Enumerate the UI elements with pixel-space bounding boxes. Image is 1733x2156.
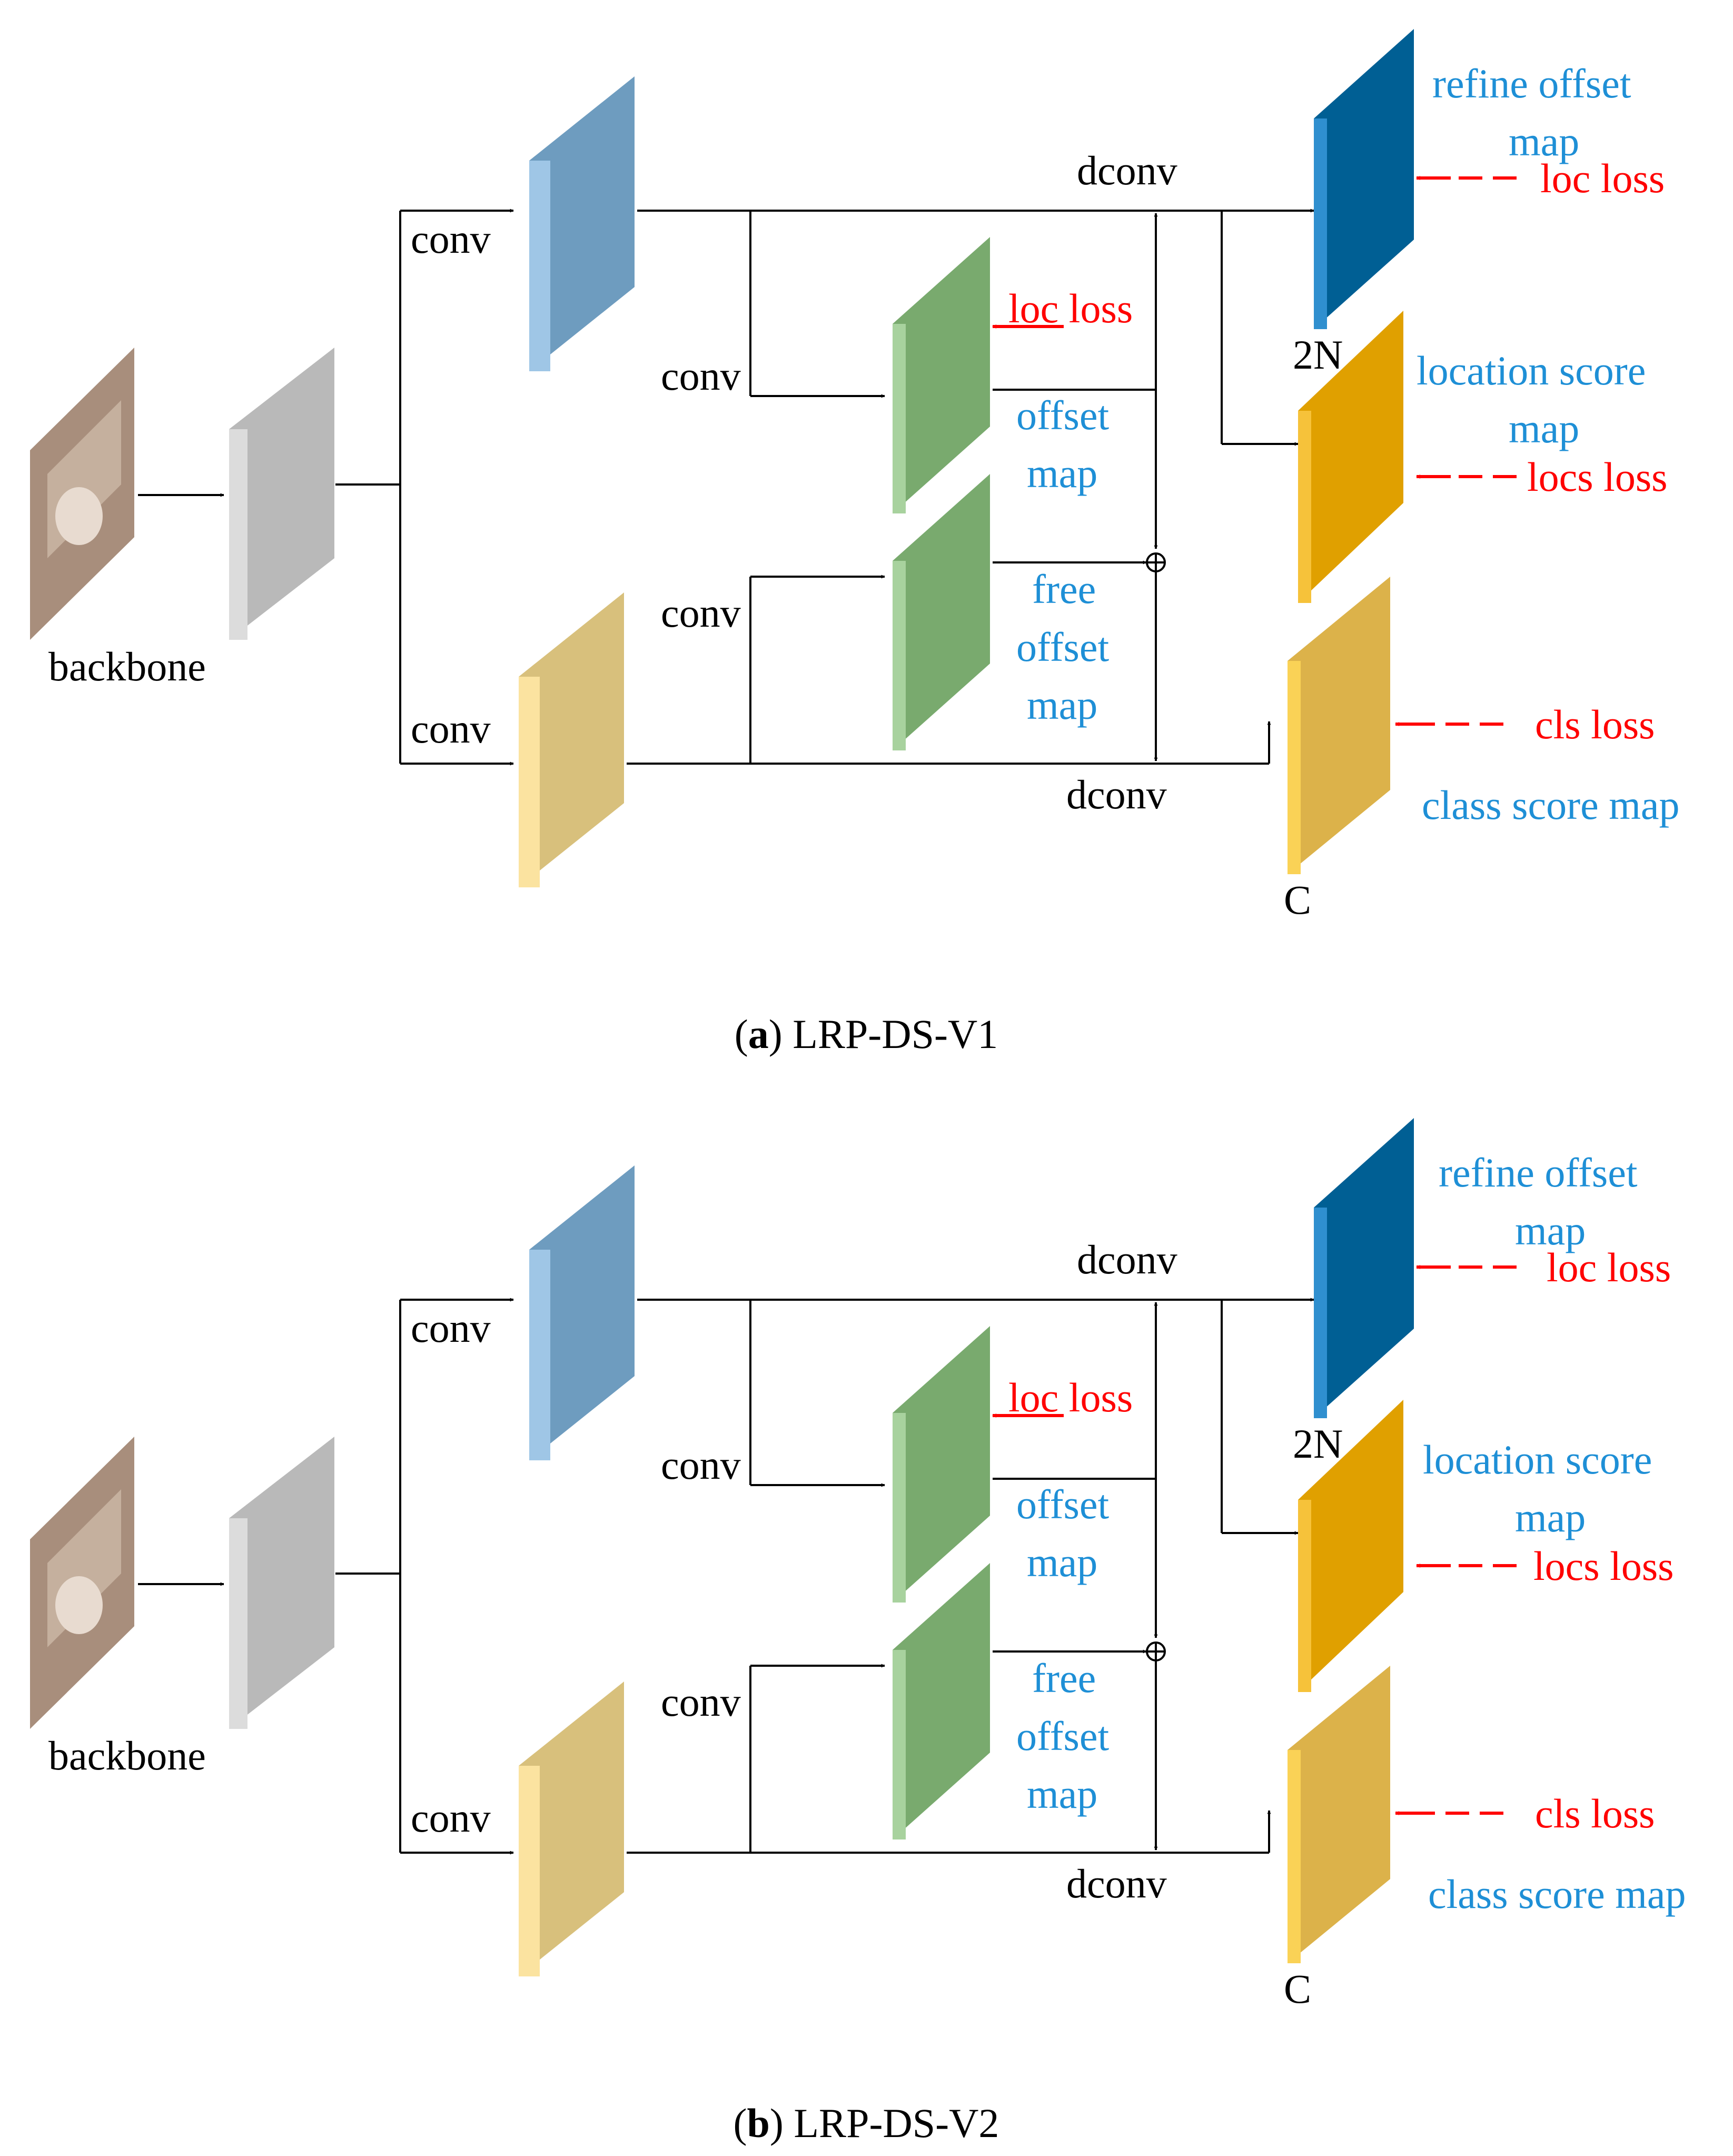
backbone-label: backbone: [48, 1733, 206, 1778]
free-offset-map-block: [893, 474, 990, 750]
panel-b: backbone conv conv dconv dconv conv conv: [30, 1118, 1686, 2146]
caption-a-letter: a: [748, 1011, 769, 1057]
refine-offset-label-1: refine offset: [1439, 1150, 1638, 1195]
conv-mid-top-label: conv: [661, 353, 741, 399]
cat-face-icon: [55, 1576, 103, 1634]
free-offset-label-3: map: [1027, 1771, 1097, 1817]
refine-offset-label-1: refine offset: [1432, 61, 1631, 106]
dconv-bottom-label: dconv: [1066, 1861, 1167, 1906]
conv-yellow-block: [519, 592, 624, 887]
cls-loss-label: cls loss: [1535, 1791, 1655, 1836]
dim-c-label: C: [1284, 877, 1311, 923]
offset-map-block: [893, 1326, 990, 1603]
sum-node-icon: [1146, 552, 1166, 572]
offset-map-label-2: map: [1027, 450, 1097, 496]
dim-2n-label: 2N: [1293, 332, 1343, 378]
conv-mid-bottom-label: conv: [661, 1679, 741, 1725]
refine-offset-label-2: map: [1515, 1208, 1586, 1253]
class-score-block: [1288, 1666, 1390, 1963]
caption-a: (a) LRP-DS-V1: [735, 1011, 998, 1057]
conv-bottom-label: conv: [411, 1795, 491, 1841]
caption-b-letter: b: [747, 2100, 770, 2146]
free-offset-label-1: free: [1032, 1655, 1096, 1701]
location-loss-label: locs loss: [1533, 1543, 1674, 1589]
offset-map-block: [893, 237, 990, 513]
input-image: [30, 348, 134, 640]
sum-node-icon: [1146, 1641, 1166, 1661]
conv-top-label: conv: [411, 216, 491, 262]
refine-loss-label: loc loss: [1547, 1244, 1671, 1290]
location-score-label-2: map: [1509, 406, 1579, 451]
location-score-label-2: map: [1515, 1495, 1586, 1540]
offset-map-label-2: map: [1027, 1539, 1097, 1585]
refine-loss-label: loc loss: [1540, 155, 1665, 201]
backbone-label: backbone: [48, 644, 206, 689]
dim-2n-label: 2N: [1293, 1421, 1343, 1467]
conv-blue-block: [529, 1165, 635, 1460]
backbone-block: [229, 1437, 334, 1729]
dconv-bottom-label: dconv: [1066, 772, 1167, 817]
location-loss-label: locs loss: [1527, 454, 1668, 500]
refine-offset-block: [1314, 29, 1414, 329]
loc-loss-mid-label: loc loss: [1008, 1374, 1133, 1420]
free-offset-map-block: [893, 1563, 990, 1839]
free-offset-label-1: free: [1032, 566, 1096, 612]
free-offset-label-2: offset: [1016, 624, 1110, 670]
location-score-block: [1298, 311, 1403, 603]
dim-c-label: C: [1284, 1966, 1311, 2012]
loc-loss-mid-label: loc loss: [1008, 285, 1133, 331]
location-score-block: [1298, 1400, 1403, 1692]
conv-blue-block: [529, 76, 635, 371]
offset-map-label-1: offset: [1016, 392, 1110, 438]
dconv-top-label: dconv: [1077, 147, 1177, 193]
dconv-top-label: dconv: [1077, 1237, 1177, 1282]
class-score-block: [1288, 577, 1390, 874]
class-score-map-label: class score map: [1428, 1871, 1686, 1917]
refine-offset-block: [1314, 1118, 1414, 1418]
panel-a: backbone conv conv dconv dconv conv: [30, 29, 1679, 1057]
free-offset-label-3: map: [1027, 682, 1097, 728]
free-offset-label-2: offset: [1016, 1713, 1110, 1759]
conv-top-label: conv: [411, 1305, 491, 1351]
input-image: [30, 1437, 134, 1729]
backbone-block: [229, 348, 334, 640]
cls-loss-label: cls loss: [1535, 701, 1655, 747]
conv-yellow-block: [519, 1682, 624, 1976]
conv-mid-bottom-label: conv: [661, 590, 741, 636]
caption-a-text: ) LRP-DS-V1: [769, 1011, 998, 1057]
cat-face-icon: [55, 487, 103, 545]
conv-bottom-label: conv: [411, 706, 491, 751]
caption-b-text: ) LRP-DS-V2: [770, 2100, 999, 2146]
caption-b: (b) LRP-DS-V2: [734, 2100, 999, 2146]
refine-offset-label-2: map: [1509, 118, 1579, 164]
location-score-label-1: location score: [1423, 1437, 1652, 1482]
location-score-label-1: location score: [1417, 348, 1646, 393]
offset-map-label-1: offset: [1016, 1481, 1110, 1527]
class-score-map-label: class score map: [1422, 782, 1679, 828]
conv-mid-top-label: conv: [661, 1442, 741, 1488]
